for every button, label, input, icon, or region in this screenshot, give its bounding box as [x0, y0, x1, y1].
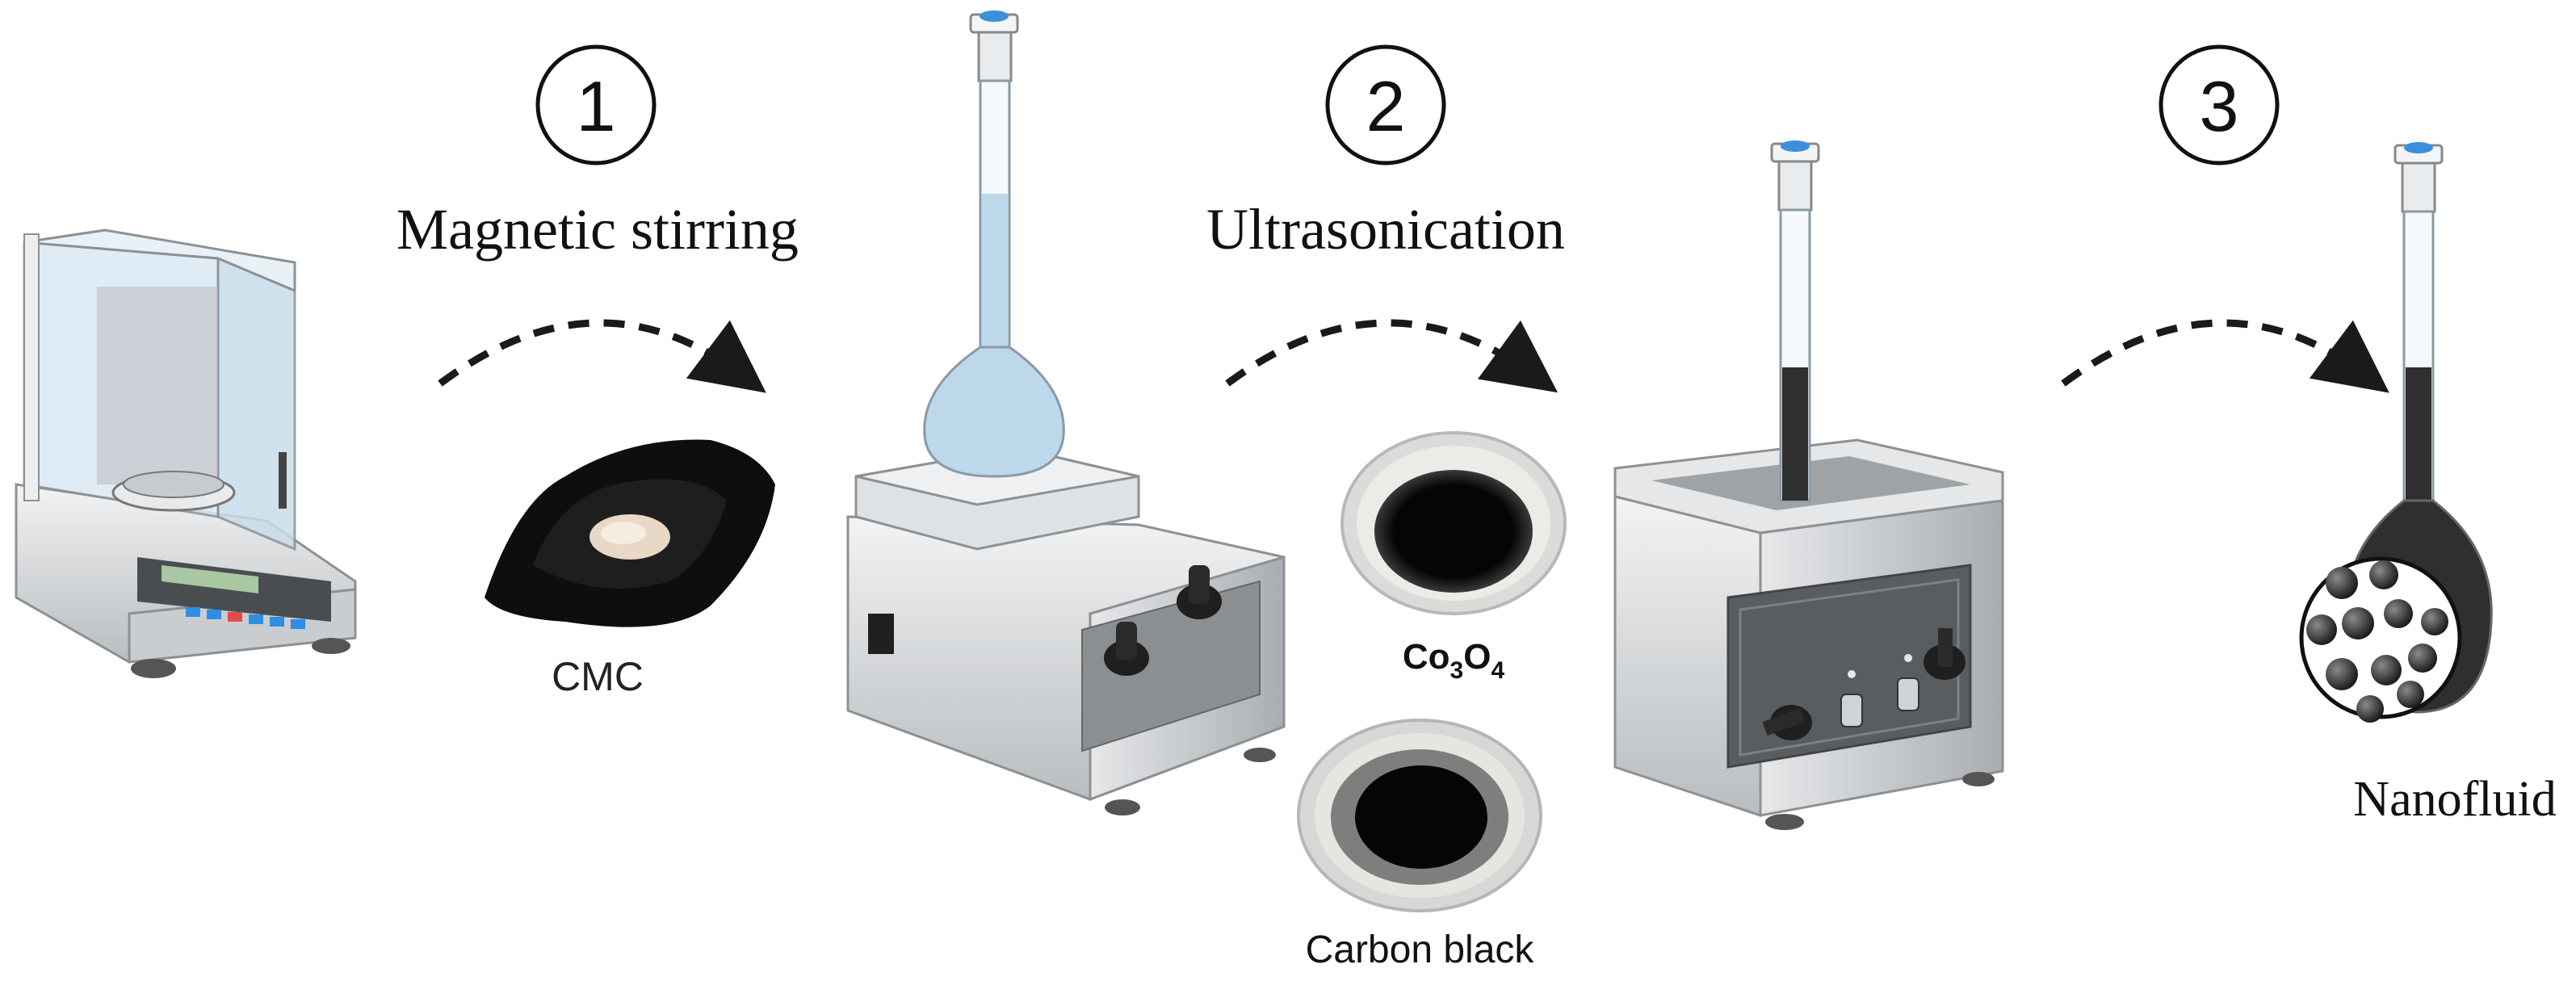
arrow-step-1	[438, 319, 766, 393]
step-2-marker: 2	[1325, 44, 1446, 166]
weigh-boat-icon	[485, 439, 775, 627]
step-1-marker: 1	[535, 44, 657, 166]
step-3-number: 3	[2200, 66, 2239, 146]
step-3-marker: 3	[2159, 44, 2280, 166]
step-2-label: Ultrasonication	[1206, 197, 1565, 262]
petri-dish-icon	[1297, 719, 1542, 912]
petri-dish-icon	[1340, 431, 1567, 615]
volumetric-flask-icon	[923, 10, 1065, 478]
magnetic-stirrer-icon	[846, 446, 1286, 815]
carbon-black-label: Carbon black	[1306, 929, 1535, 971]
nanoparticle-zoom-icon	[2299, 556, 2462, 723]
nanofluid-label: Nanofluid	[2353, 772, 2556, 827]
arrow-step-2	[1225, 319, 1559, 393]
step-1-label: Magnetic stirring	[396, 197, 799, 262]
step-1-number: 1	[577, 66, 616, 146]
co3o4-label: Co3O4	[1403, 637, 1505, 684]
ultrasonic-bath-icon	[1613, 140, 2004, 830]
step-2-number: 2	[1366, 66, 1406, 146]
cmc-label: CMC	[552, 654, 644, 699]
arrow-step-3	[2061, 319, 2389, 393]
analytical-balance-icon	[15, 228, 357, 678]
